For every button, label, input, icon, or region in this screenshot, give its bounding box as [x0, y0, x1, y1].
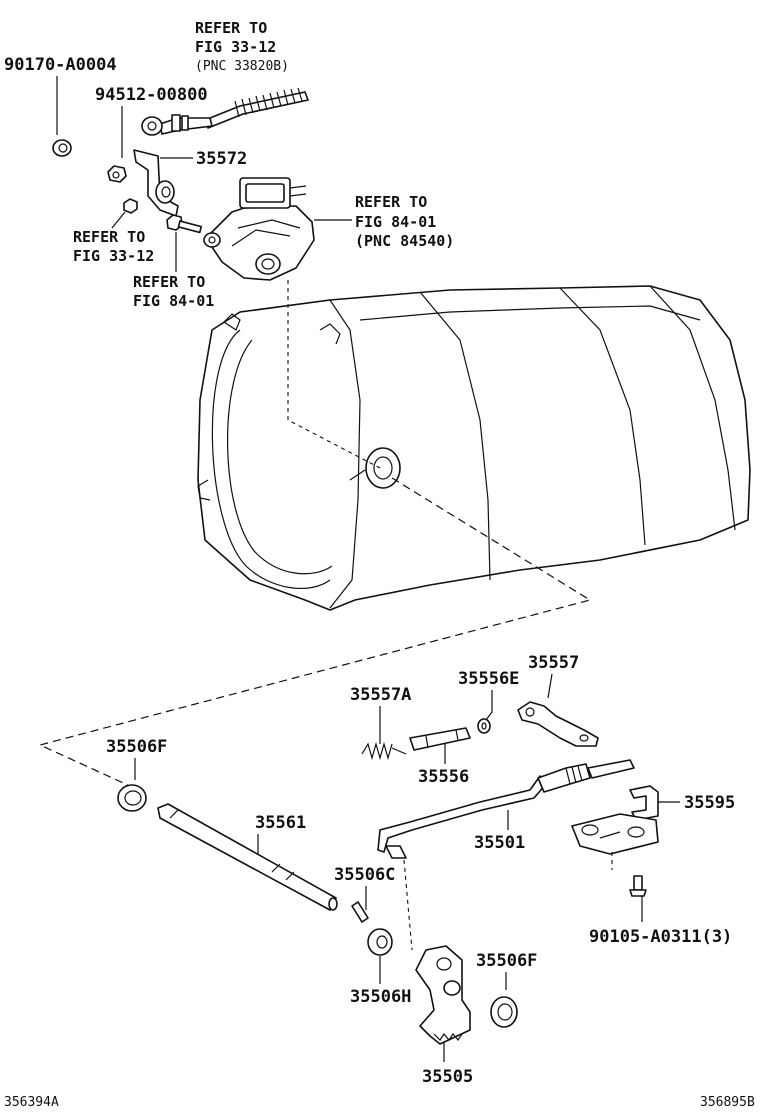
- bolt-90105: [629, 875, 647, 897]
- label-35561[interactable]: 35561: [255, 813, 306, 833]
- label-90105-a0311[interactable]: 90105-A0311(3): [589, 927, 732, 947]
- ref-line1: REFER TO: [195, 19, 267, 37]
- phantom-rod-lever: [403, 859, 413, 951]
- ref-fig-33-12-top[interactable]: REFER TO FIG 33-12 (PNC 33820B): [195, 19, 289, 74]
- label-35505[interactable]: 35505: [422, 1067, 473, 1087]
- ref-line3: (PNC 84540): [355, 232, 454, 250]
- ref-fig-84-01-right[interactable]: REFER TO FIG 84-01 (PNC 84540): [355, 193, 454, 250]
- leader-35556e: [485, 690, 493, 721]
- leader-35557: [547, 673, 553, 699]
- label-35595[interactable]: 35595: [684, 793, 735, 813]
- ref-line3: (PNC 33820B): [195, 59, 289, 74]
- transmission-case: [197, 285, 751, 611]
- nut-small: [123, 198, 138, 214]
- rod-35501: [377, 759, 635, 859]
- neutral-start-switch: [203, 177, 315, 281]
- bracket-35572: [133, 149, 179, 217]
- label-35506c[interactable]: 35506C: [334, 865, 395, 885]
- label-35501[interactable]: 35501: [474, 833, 525, 853]
- nut-90170: [52, 139, 72, 157]
- shaft-35561: [157, 803, 338, 911]
- oil-seal-35506f-right: [490, 996, 518, 1028]
- spring-35557a: [361, 741, 407, 761]
- ref-fig-33-12-left[interactable]: REFER TO FIG 33-12: [73, 228, 154, 265]
- ref-line2: FIG 84-01: [355, 213, 436, 231]
- label-35557[interactable]: 35557: [528, 653, 579, 673]
- label-35506f-right[interactable]: 35506F: [476, 951, 537, 971]
- lever-35557: [517, 701, 599, 747]
- ref-line1: REFER TO: [133, 273, 205, 291]
- label-35572[interactable]: 35572: [196, 149, 247, 169]
- ref-line1: REFER TO: [355, 193, 427, 211]
- bracket-35595: [571, 785, 659, 855]
- ref-line2: FIG 33-12: [195, 38, 276, 56]
- leader-ref-3312-left: [111, 211, 126, 229]
- label-94512-00800[interactable]: 94512-00800: [95, 85, 208, 105]
- pin-35556: [409, 727, 471, 751]
- ref-fig-84-01-bottom[interactable]: REFER TO FIG 84-01: [133, 273, 214, 310]
- oil-seal-35506f-left: [117, 784, 147, 812]
- label-35556[interactable]: 35556: [418, 767, 469, 787]
- bolt-switch: [166, 214, 203, 234]
- ref-line2: FIG 33-12: [73, 247, 154, 265]
- ref-line2: FIG 84-01: [133, 292, 214, 310]
- collar-35506h: [367, 928, 393, 956]
- label-35556e[interactable]: 35556E: [458, 669, 519, 689]
- clip-35556e: [477, 718, 491, 734]
- label-35506h[interactable]: 35506H: [350, 987, 411, 1007]
- phantom-switch-shaft: [287, 280, 381, 469]
- footer-right-code: 356895B: [700, 1095, 755, 1110]
- label-35557a[interactable]: 35557A: [350, 685, 411, 705]
- lever-35505: [415, 945, 471, 1045]
- nut-94512: [107, 165, 127, 183]
- shift-control-cable: [141, 87, 309, 136]
- phantom-case-shaft: [38, 477, 592, 787]
- footer-left-code: 356394A: [4, 1095, 59, 1110]
- label-90170-a0004[interactable]: 90170-A0004: [4, 55, 117, 75]
- pin-35506c: [351, 901, 369, 923]
- label-35506f-left[interactable]: 35506F: [106, 737, 167, 757]
- ref-line1: REFER TO: [73, 228, 145, 246]
